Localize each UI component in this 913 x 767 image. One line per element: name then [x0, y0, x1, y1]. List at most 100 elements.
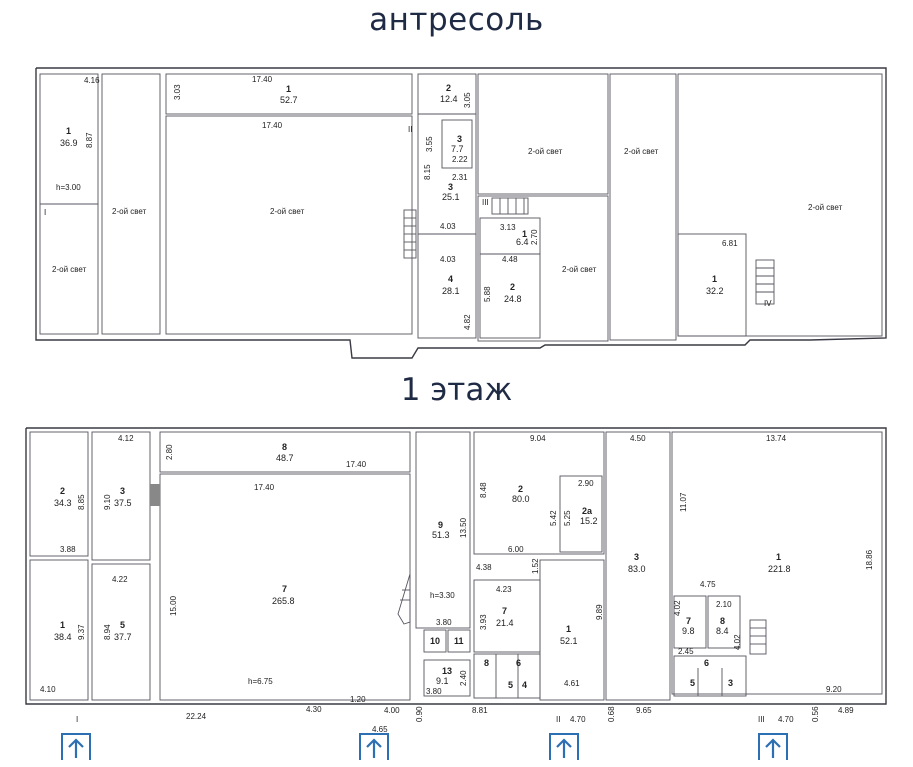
- room-area: 38.4: [54, 632, 72, 642]
- mezz-second-light-hall: [165, 115, 413, 335]
- small-room-number: 4: [522, 680, 527, 690]
- ff-room-1b: [539, 559, 605, 701]
- room-number: 1: [712, 274, 717, 284]
- axis-mark: I: [76, 715, 78, 724]
- mezz-second-light-c: [477, 73, 609, 195]
- ff-room-10: [423, 629, 447, 653]
- dim-label: 2.70: [530, 229, 539, 245]
- room-number: 1: [776, 552, 781, 562]
- dim-label: 1.52: [531, 558, 540, 574]
- dim-label: 2.45: [678, 647, 694, 656]
- arrow-up-icon: [549, 733, 579, 760]
- dim-label: 6.00: [508, 545, 524, 554]
- dim-label: 11.07: [679, 492, 688, 512]
- room-area: 37.5: [114, 498, 132, 508]
- dim-label: 4.12: [118, 434, 134, 443]
- dim-label: 18.86: [865, 549, 874, 570]
- dim-label: 17.40: [262, 121, 283, 130]
- mezz-room-2b: [479, 253, 541, 339]
- ff-wc-block-b: [673, 655, 747, 697]
- small-room-number: 3: [728, 678, 733, 688]
- mezz-stairs-b: [491, 197, 529, 215]
- dim-label: 5.42: [549, 510, 558, 526]
- room-area: 48.7: [276, 453, 294, 463]
- second-light-label: 2-ой свет: [52, 265, 87, 274]
- room-area: 221.8: [768, 564, 791, 574]
- second-light-label: 2-ой свет: [270, 207, 305, 216]
- room-area: 51.3: [432, 530, 450, 540]
- dim-label: 13.50: [459, 517, 468, 538]
- dim-label: 8.15: [423, 164, 432, 180]
- height-label: h=6.75: [248, 677, 273, 686]
- dim-label: 4.02: [733, 634, 742, 650]
- dim-label: 2.40: [459, 670, 468, 686]
- room-number: 3: [120, 486, 125, 496]
- dim-label: 4.22: [112, 575, 128, 584]
- room-area: 32.2: [706, 286, 724, 296]
- room-area: 83.0: [628, 564, 646, 574]
- dim-label: 17.40: [346, 460, 367, 469]
- second-light-label: 2-ой свет: [562, 265, 597, 274]
- dim-label: 2.90: [578, 479, 594, 488]
- room-area: 52.1: [560, 636, 578, 646]
- first-floor-heading: 1 этаж: [400, 372, 513, 408]
- dim-label: 4.70: [778, 715, 794, 724]
- small-room-number: 5: [690, 678, 695, 688]
- dim-label: 3.88: [60, 545, 76, 554]
- dim-label: 4.65: [372, 725, 388, 734]
- arrow-up-icon: [61, 733, 91, 760]
- dim-label: 4.00: [384, 706, 400, 715]
- small-room-number: 6: [516, 658, 521, 668]
- room-area: 15.2: [580, 516, 598, 526]
- room-area: 9.1: [436, 676, 449, 686]
- axis-mark: II: [556, 715, 560, 724]
- mezzanine-plan: 4.16 8.87 1 36.9 h=3.00 I 2-ой свет 2-ой…: [35, 67, 887, 359]
- ff-room-2a: [559, 475, 603, 553]
- dim-label: 3.80: [426, 687, 442, 696]
- arrow-up-icon: [359, 733, 389, 760]
- dim-label: 4.82: [463, 314, 472, 330]
- mezz-second-light-e: [609, 73, 677, 341]
- room-area: 7.7: [451, 144, 464, 154]
- room-number: 7: [282, 584, 287, 594]
- ff-room-8c: [707, 595, 741, 649]
- arrow-up-icon: [758, 733, 788, 760]
- room-number: 1: [66, 126, 71, 136]
- room-area: 28.1: [442, 286, 460, 296]
- mezz-stairs-c: [755, 259, 775, 305]
- dim-label: 5.88: [483, 286, 492, 302]
- room-number: 7: [502, 606, 507, 616]
- ff-room-3b: [605, 431, 671, 701]
- ff-room-5: [91, 563, 151, 701]
- second-light-label: 2-ой свет: [808, 203, 843, 212]
- dim-label: 4.23: [496, 585, 512, 594]
- dim-label: 9.04: [530, 434, 546, 443]
- dim-label: 4.75: [700, 580, 716, 589]
- small-room-number: 6: [704, 658, 709, 668]
- room-area: 24.8: [504, 294, 522, 304]
- dim-label: 8.48: [479, 482, 488, 498]
- room-area: 6.4: [516, 237, 529, 247]
- axis-mark: II: [408, 125, 412, 134]
- dim-label: 4.70: [570, 715, 586, 724]
- ff-vent-mark: [150, 484, 160, 506]
- dim-label: 9.10: [103, 494, 112, 510]
- small-room-number: 10: [430, 636, 440, 646]
- mezz-room-3a: [441, 119, 473, 169]
- mezz-second-light-b: [101, 73, 161, 335]
- room-number: 3: [634, 552, 639, 562]
- room-number: 1: [60, 620, 65, 630]
- dim-label: 17.40: [252, 75, 273, 84]
- room-number: 2а: [582, 506, 593, 516]
- room-area: 9.8: [682, 626, 695, 636]
- dim-label: 9.37: [77, 624, 86, 640]
- room-number: 2: [446, 83, 451, 93]
- room-area: 265.8: [272, 596, 295, 606]
- room-number: 3: [448, 182, 453, 192]
- dim-label: 8.81: [472, 706, 488, 715]
- room-number: 8: [720, 616, 725, 626]
- room-number: 5: [120, 620, 125, 630]
- dim-label: 1.20: [350, 695, 366, 704]
- ff-room-9: [415, 431, 471, 629]
- ff-room-13: [423, 659, 471, 697]
